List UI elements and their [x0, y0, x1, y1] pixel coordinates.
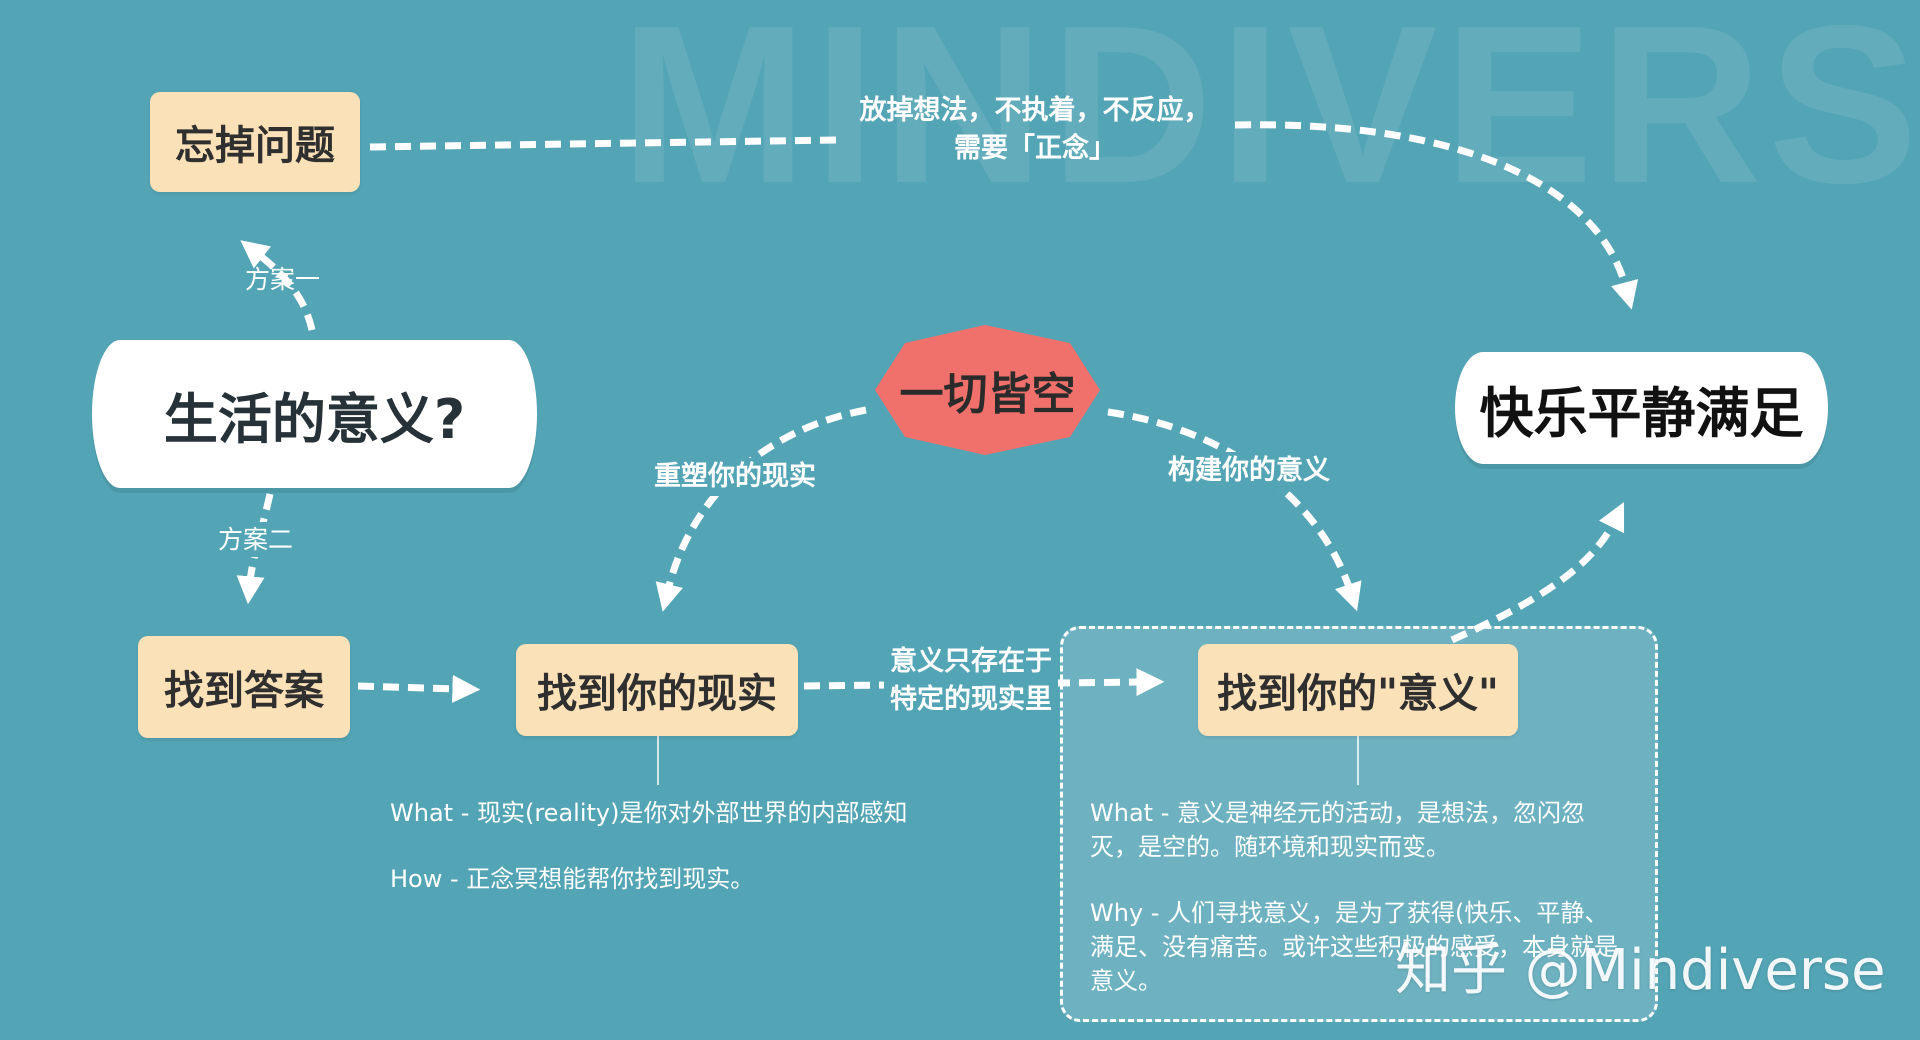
- zhihu-watermark: 知乎 @Mindiverse: [1395, 938, 1886, 1003]
- connector-reality-to-meaning: [803, 668, 1165, 697]
- edge-label-let-go-line2: 需要「正念」: [954, 132, 1116, 164]
- connector-question-to-forget: [240, 240, 316, 331]
- node-emptiness[interactable]: 一切皆空: [875, 325, 1100, 455]
- reality-notes: What - 现实(reality)是你对外部世界的内部感知 How - 正念冥…: [390, 796, 950, 896]
- reality-note-what: What - 现实(reality)是你对外部世界的内部感知: [390, 799, 908, 827]
- edge-label-meaning-exists: 意义只存在于 特定的现实里: [884, 643, 1058, 719]
- connector-answer-to-reality: [357, 674, 481, 703]
- emptiness-label: 一切皆空: [899, 369, 1076, 420]
- node-happiness[interactable]: 快乐平静满足: [1455, 352, 1828, 464]
- meaning-note-what: What - 意义是神经元的活动，是想法，忽闪忽灭，是空的。随环境和现实而变。: [1090, 799, 1585, 861]
- edge-label-meaning-exists-line1: 意义只存在于: [890, 646, 1052, 677]
- edge-label-let-go-line1: 放掉想法，不执着，不反应，: [859, 95, 1211, 126]
- edge-label-plan-one: 方案一: [245, 265, 321, 294]
- meaning-note-why: Why - 人们寻找意义，是为了获得(快乐、平静、满足、没有痛苦。或许这些积极的…: [1090, 899, 1618, 995]
- edge-label-plan-two: 方案二: [212, 522, 300, 557]
- node-find-meaning[interactable]: 找到你的"意义": [1198, 644, 1518, 736]
- node-find-answer[interactable]: 找到答案: [138, 636, 350, 738]
- connector-emptiness-to-meaning: [1107, 408, 1362, 612]
- node-find-reality[interactable]: 找到你的现实: [516, 644, 798, 736]
- node-meaning-of-life[interactable]: 生活的意义?: [92, 340, 537, 488]
- connector-forget-to-happiness-b: [1234, 121, 1639, 310]
- background-watermark: MINDIVERSE: [620, 0, 1920, 230]
- edge-label-reshape-reality: 重塑你的现实: [648, 458, 822, 496]
- meaning-notes: What - 意义是神经元的活动，是想法，忽闪忽灭，是空的。随环境和现实而变。 …: [1090, 796, 1630, 998]
- node-forget-question[interactable]: 忘掉问题: [150, 92, 360, 192]
- edge-label-meaning-exists-line2: 特定的现实里: [890, 683, 1052, 715]
- edge-label-let-go: 放掉想法，不执着，不反应， 需要「正念」: [845, 92, 1225, 168]
- connector-forget-to-happiness: [369, 136, 841, 151]
- edge-label-build-meaning: 构建你的意义: [1162, 452, 1336, 490]
- connector-meaning-to-happiness: [1450, 501, 1625, 644]
- emptiness-hexagon-shape: [875, 325, 1100, 455]
- reality-note-how: How - 正念冥想能帮你找到现实。: [390, 865, 755, 893]
- connector-emptiness-to-reality: [655, 406, 867, 612]
